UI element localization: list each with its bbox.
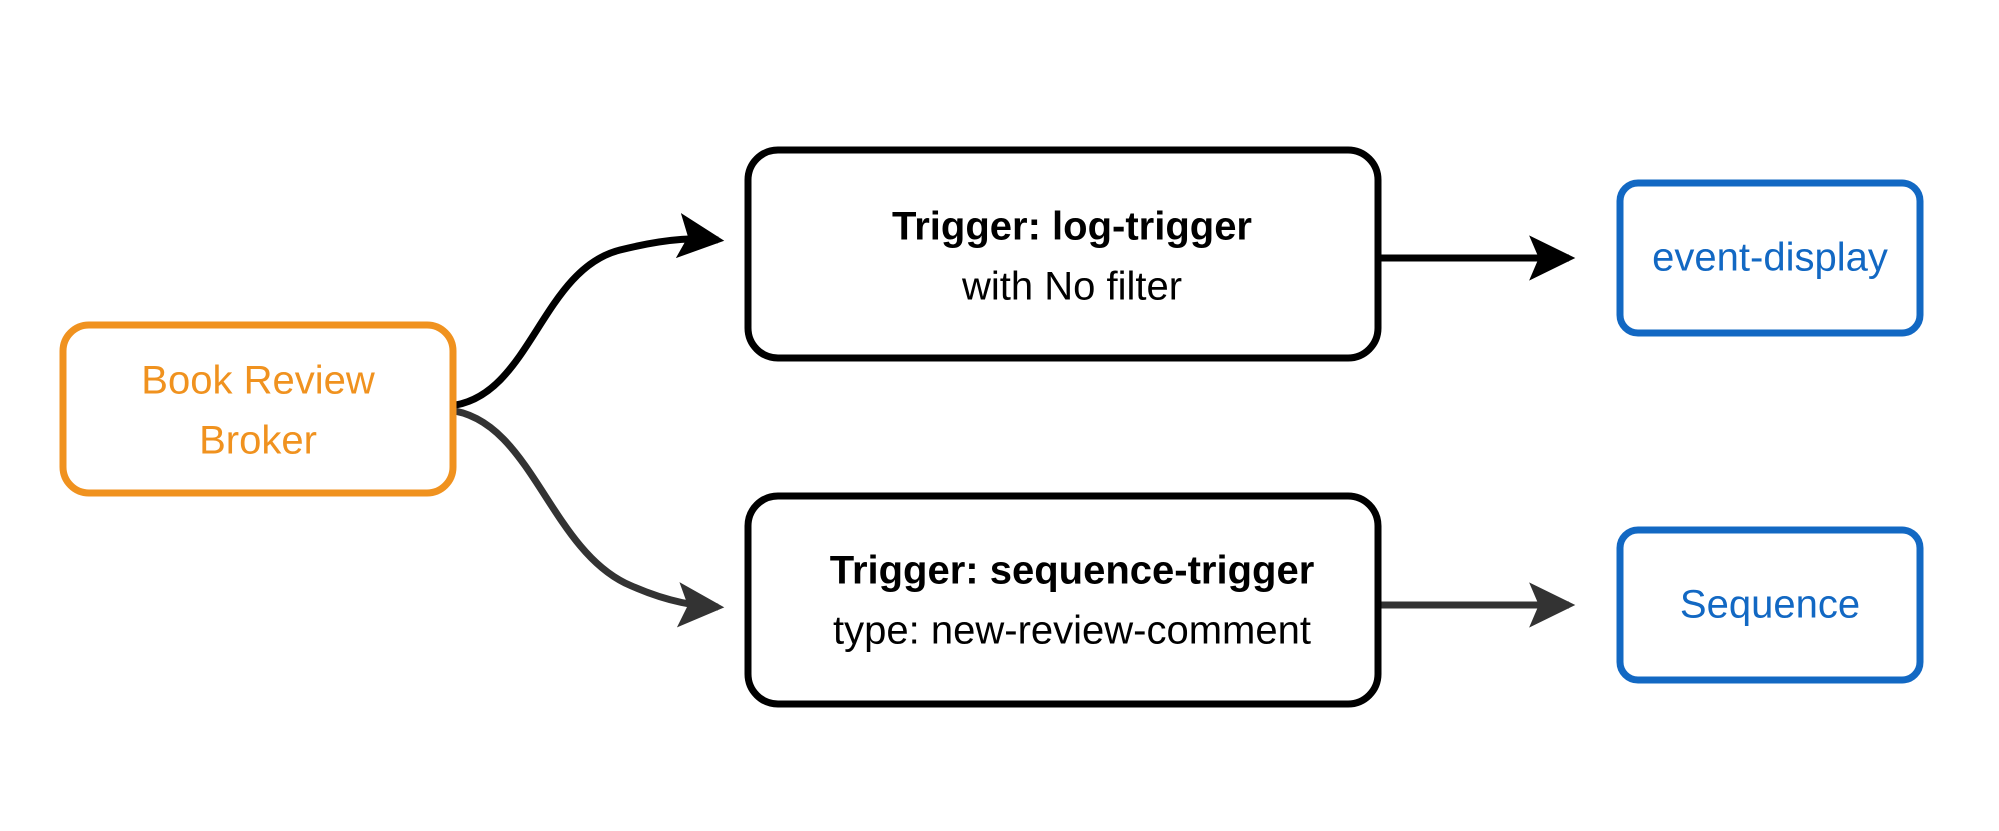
log-trigger-title: Trigger: log-trigger	[892, 205, 1252, 249]
event-display-label: event-display	[1652, 236, 1888, 280]
event-display-box[interactable]	[1616, 179, 1924, 337]
broker-box[interactable]	[59, 321, 457, 497]
node-book-review-broker[interactable]: Book Review Broker	[59, 321, 457, 497]
edge-layer	[447, 213, 1576, 628]
edge-broker-to-sequence-trigger	[447, 406, 725, 628]
sequence-trigger-box[interactable]	[744, 492, 1382, 708]
node-sequence-trigger[interactable]: Trigger: sequence-trigger type: new-revi…	[744, 492, 1382, 708]
log-trigger-subtitle: with No filter	[961, 265, 1182, 309]
edge-broker-to-log-trigger	[447, 213, 725, 410]
sequence-sink-label: Sequence	[1680, 583, 1860, 627]
sequence-trigger-title: Trigger: sequence-trigger	[830, 549, 1315, 593]
sequence-sink-box[interactable]	[1616, 526, 1924, 684]
node-sequence-sink[interactable]: Sequence	[1616, 526, 1924, 684]
log-trigger-box[interactable]	[744, 146, 1382, 362]
node-log-trigger[interactable]: Trigger: log-trigger with No filter	[744, 146, 1382, 362]
sequence-trigger-subtitle: type: new-review-comment	[833, 609, 1311, 653]
node-event-display[interactable]: event-display	[1616, 179, 1924, 337]
broker-label-line1: Book Review	[141, 359, 375, 403]
broker-label-line2: Broker	[199, 419, 317, 463]
